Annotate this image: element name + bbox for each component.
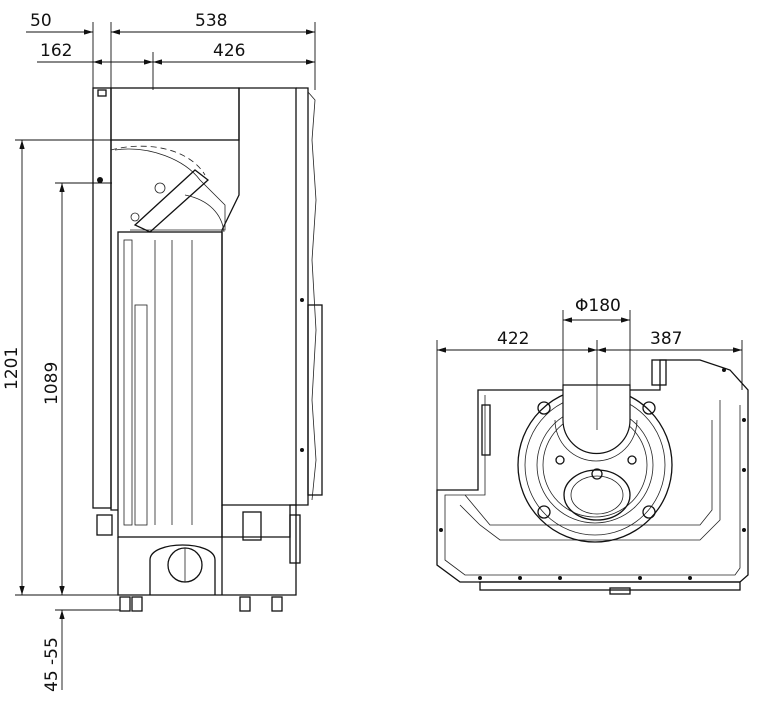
- edge-holes: [439, 368, 746, 580]
- top-dimensions: Φ180 422 387: [436, 296, 743, 490]
- stove-side-body: [92, 87, 323, 612]
- dim-rear-depth: 426: [213, 41, 245, 61]
- top-view: Φ180 422 387: [436, 296, 749, 595]
- dim-left-width: 422: [497, 329, 529, 349]
- side-dimensions: 50 538 162 426 1201 1089 45 -55: [2, 11, 316, 692]
- side-view: 50 538 162 426 1201 1089 45 -55: [2, 11, 323, 692]
- dim-total-depth: 538: [195, 11, 227, 31]
- dim-total-height: 1201: [2, 347, 22, 390]
- dim-flue-offset: 162: [40, 41, 72, 61]
- dim-flue-height: 1089: [42, 362, 62, 405]
- dim-right-width: 387: [650, 329, 682, 349]
- dim-leg-adjust: 45 -55: [42, 637, 62, 692]
- adjustable-feet: [119, 596, 283, 612]
- stove-top-body: [436, 340, 749, 595]
- dim-offset-top: 50: [30, 11, 52, 31]
- bolts: [537, 401, 656, 519]
- dim-flue-diameter: Φ180: [575, 296, 621, 316]
